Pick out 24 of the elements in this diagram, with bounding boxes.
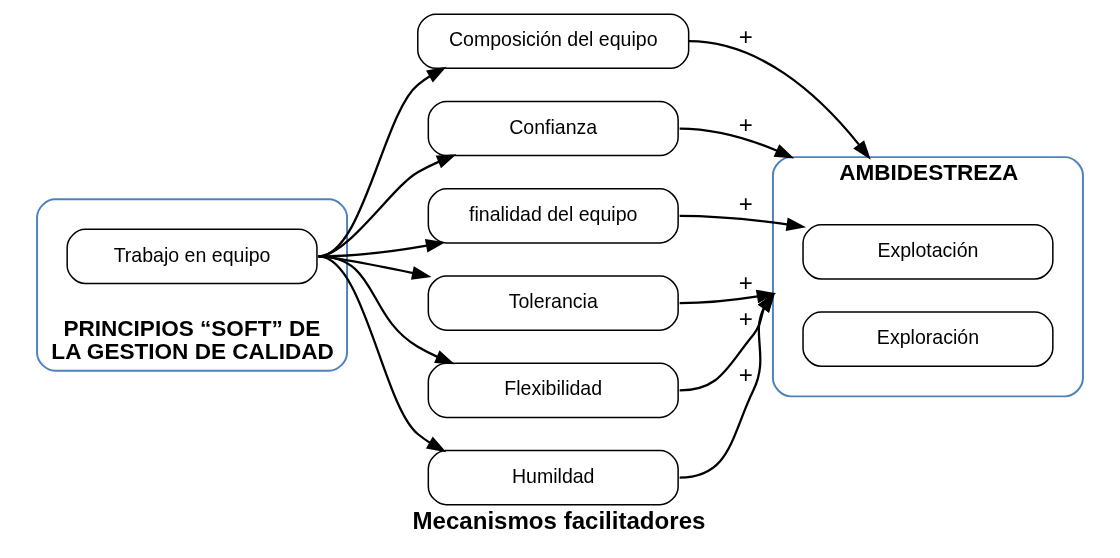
arrow [679, 127, 795, 159]
node-box: Flexibilidad [427, 362, 679, 419]
edge-label: + [738, 268, 753, 296]
arrow [679, 214, 807, 232]
arrow [688, 40, 871, 160]
node-box: Explotación [802, 224, 1054, 280]
arrow [318, 255, 455, 365]
arrow [679, 292, 775, 392]
edge-label: + [738, 360, 753, 388]
arrow [679, 289, 777, 305]
node-box: Trabajo en equipo [66, 228, 318, 285]
node-box: Composición del equipo [417, 13, 690, 70]
node-box: Exploración [802, 311, 1054, 368]
node-box: finalidad del equipo [427, 187, 679, 244]
edge-label: + [738, 190, 753, 218]
edge-label: + [738, 110, 753, 138]
node-box: Confianza [427, 100, 679, 157]
node-box: Humildad [427, 449, 679, 506]
arrow [679, 292, 775, 479]
caption: Mecanismos facilitadores [412, 506, 706, 534]
node-box: Tolerancia [427, 275, 679, 331]
edge-label: + [738, 23, 753, 51]
arrow [318, 255, 447, 453]
edge-label: + [738, 304, 753, 332]
